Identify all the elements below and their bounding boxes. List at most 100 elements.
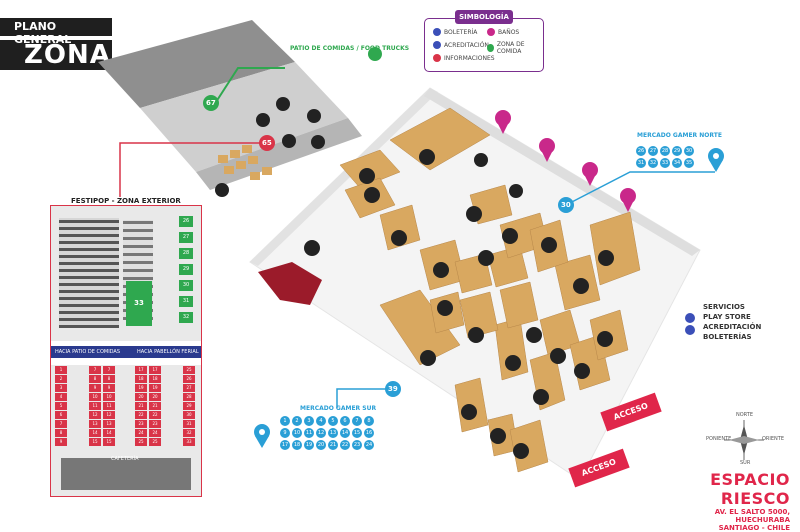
stall-cell: 25: [149, 438, 161, 446]
stall-cell: 8: [55, 429, 67, 437]
stall-cell: 8: [103, 375, 115, 383]
stand-cell: 27: [648, 146, 658, 156]
brand-name: ESPACIO RIESCO: [710, 470, 790, 508]
stall-cell: 6: [55, 411, 67, 419]
stall-cell: 32: [179, 312, 193, 323]
restroom-icon: [487, 28, 495, 36]
map-title: PLANO GENERAL ZONAS: [0, 18, 130, 76]
stand-cell: 28: [660, 146, 670, 156]
stall-cell: 9: [89, 384, 101, 392]
stall-cell: 27: [179, 232, 193, 243]
stand-cell: 21: [328, 440, 338, 450]
stand-cell: 22: [340, 440, 350, 450]
stand-cell: 17: [280, 440, 290, 450]
stall-cell: 21: [149, 402, 161, 410]
stall-cell: 31: [183, 420, 195, 428]
block-33: 33: [126, 281, 152, 326]
stand-cell: 18: [292, 440, 302, 450]
stall-cell: 13: [89, 420, 101, 428]
stall-cell: 28: [179, 248, 193, 259]
marker-30: [558, 197, 574, 213]
stall-cell: 29: [179, 264, 193, 275]
stall-cell: 29: [183, 402, 195, 410]
stand-cell: 7: [352, 416, 362, 426]
food-court-roof: [98, 20, 295, 108]
stall-cell: 12: [89, 411, 101, 419]
stand-cell: 16: [364, 428, 374, 438]
stall-cell: 13: [103, 420, 115, 428]
stand-cell: 23: [352, 440, 362, 450]
stall-cell: 28: [183, 393, 195, 401]
stall-cell: 3: [55, 384, 67, 392]
map-canvas: [98, 20, 764, 481]
food-icon: [487, 44, 494, 52]
stand-cell: 31: [636, 158, 646, 168]
direction-band: HACIA PATIO DE COMIDAS HACIA PABELLÓN FE…: [51, 346, 201, 358]
stall-cell: 9: [103, 384, 115, 392]
stand-cell: 8: [364, 416, 374, 426]
stall-cell: 15: [89, 438, 101, 446]
stall-cell: 11: [103, 402, 115, 410]
location-pin-icon: [708, 148, 724, 172]
stand-cell: 32: [648, 158, 658, 168]
legend-item-comida: ZONA DE COMIDA: [487, 41, 543, 55]
stand-cell: 20: [316, 440, 326, 450]
mercado-norte-label: MERCADO GAMER NORTE: [637, 132, 722, 139]
stall-cell: 26: [183, 375, 195, 383]
stall-cell: 17: [149, 366, 161, 374]
stall-cell: 14: [103, 429, 115, 437]
stall-cell: 11: [89, 402, 101, 410]
stall-cell: 17: [135, 366, 147, 374]
stall-cell: 18: [149, 375, 161, 383]
stall-cell: 10: [103, 393, 115, 401]
stand-cell: 13: [328, 428, 338, 438]
marker-65: [259, 135, 275, 151]
stand-cell: 35: [684, 158, 694, 168]
stand-cell: 11: [304, 428, 314, 438]
stand-cell: 9: [280, 428, 290, 438]
stand-cell: 30: [684, 146, 694, 156]
marker-39: [385, 381, 401, 397]
marker-30-label: 30: [561, 201, 571, 209]
stall-cell: 23: [149, 420, 161, 428]
services-list: SERVICIOS PLAY STORE ACREDITACIÓN BOLETE…: [703, 303, 762, 341]
legend-item-info: INFORMACIONES: [433, 54, 495, 62]
stand-cell: 4: [316, 416, 326, 426]
stall-cell: 5: [55, 402, 67, 410]
stall-cell: 30: [179, 280, 193, 291]
marker-67: [203, 95, 219, 111]
stall-cell: 24: [135, 429, 147, 437]
seating-area: [59, 218, 119, 328]
stall-cell: 33: [183, 438, 195, 446]
stall-cell: 1: [55, 366, 67, 374]
stall-cell: 7: [55, 420, 67, 428]
stand-cell: 33: [660, 158, 670, 168]
stand-cell: 5: [328, 416, 338, 426]
stall-cell: 27: [183, 384, 195, 392]
pavilion-number-markers: [215, 97, 614, 459]
stall-cell: 24: [149, 429, 161, 437]
stall-cell: 10: [89, 393, 101, 401]
stall-cell: 30: [183, 411, 195, 419]
stand-cell: 12: [316, 428, 326, 438]
stall-cell: 15: [103, 438, 115, 446]
stall-cell: 2: [55, 375, 67, 383]
food-icon: [368, 47, 382, 61]
stand-cell: 29: [672, 146, 682, 156]
stall-cell: 31: [179, 296, 193, 307]
stand-cell: 19: [304, 440, 314, 450]
cafeteria-area: CAFETERÍA: [61, 456, 191, 490]
stall-cell: 25: [135, 438, 147, 446]
stall-cell: 21: [135, 402, 147, 410]
stall-cell: 22: [135, 411, 147, 419]
stall-cell: 14: [89, 429, 101, 437]
stall-cell: 20: [149, 393, 161, 401]
badge-icon: [433, 41, 441, 49]
stand-cell: 1: [280, 416, 290, 426]
legend-item-boleteria: BOLETERÍA: [433, 28, 477, 36]
